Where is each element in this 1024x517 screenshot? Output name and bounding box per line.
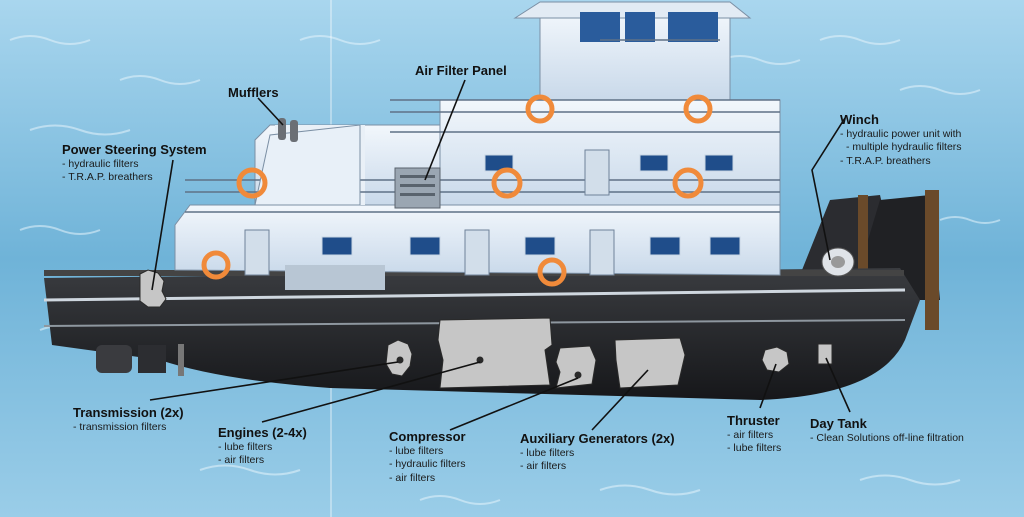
callout-item: lube filters <box>218 441 307 454</box>
callout-mufflers: Mufflers <box>228 85 279 101</box>
day-tank-unit <box>817 343 833 365</box>
air-filter-panel-shape <box>394 167 441 209</box>
callout-title: Auxiliary Generators (2x) <box>520 431 675 446</box>
windows <box>321 154 741 256</box>
callout-title: Compressor <box>389 429 466 444</box>
callout-item: hydraulic power unit with <box>840 128 962 141</box>
components <box>139 269 833 389</box>
callout-power-steering: Power Steering System hydraulic filters … <box>62 142 207 185</box>
callout-title: Mufflers <box>228 85 279 100</box>
callout-item: air filters <box>389 472 466 485</box>
callout-winch: Winch hydraulic power unit with multiple… <box>840 112 962 168</box>
callout-item: air filters <box>727 429 781 442</box>
callout-item: hydraulic filters <box>389 458 466 471</box>
engine-unit <box>437 317 553 389</box>
callout-item: T.R.A.P. breathers <box>62 171 207 184</box>
callout-item: lube filters <box>727 442 781 455</box>
stack <box>254 124 361 206</box>
callout-item: air filters <box>218 454 307 467</box>
mufflers-shape <box>278 118 298 142</box>
winch-shape <box>821 247 855 277</box>
callout-item: Clean Solutions off-line filtration <box>810 432 963 445</box>
thruster-unit <box>761 346 790 373</box>
callout-engines: Engines (2-4x) lube filters air filters <box>218 425 307 468</box>
pilot-house <box>513 1 752 101</box>
leader-lines <box>149 79 851 431</box>
callout-transmission: Transmission (2x) transmission filters <box>73 405 184 434</box>
callout-day-tank: Day Tank Clean Solutions off-line filtra… <box>810 416 964 445</box>
aux-generator-unit <box>614 337 686 389</box>
third-deckhouse <box>439 99 781 206</box>
callout-title: Transmission (2x) <box>73 405 184 420</box>
life-rings <box>201 94 713 287</box>
callout-item: air filters <box>520 460 675 473</box>
callout-item: lube filters <box>389 445 466 458</box>
callout-title: Winch <box>840 112 879 127</box>
callout-item: multiple hydraulic filters <box>840 141 961 154</box>
callout-item: hydraulic filters <box>62 158 207 171</box>
callout-title: Power Steering System <box>62 142 207 157</box>
callout-title: Engines (2-4x) <box>218 425 307 440</box>
callout-compressor: Compressor lube filters hydraulic filter… <box>389 429 466 485</box>
callout-thruster: Thruster air filters lube filters <box>727 413 781 456</box>
doors <box>244 149 615 276</box>
callout-title: Thruster <box>727 413 780 428</box>
callout-title: Day Tank <box>810 416 867 431</box>
callout-item: transmission filters <box>73 421 184 434</box>
callout-air-filter-panel: Air Filter Panel <box>415 63 507 79</box>
callout-title: Air Filter Panel <box>415 63 507 78</box>
stern-gear <box>96 344 184 376</box>
callout-item: lube filters <box>520 447 675 460</box>
compressor-unit <box>555 345 597 389</box>
callout-aux-generators: Auxiliary Generators (2x) lube filters a… <box>520 431 675 474</box>
callout-item: T.R.A.P. breathers <box>840 155 962 168</box>
